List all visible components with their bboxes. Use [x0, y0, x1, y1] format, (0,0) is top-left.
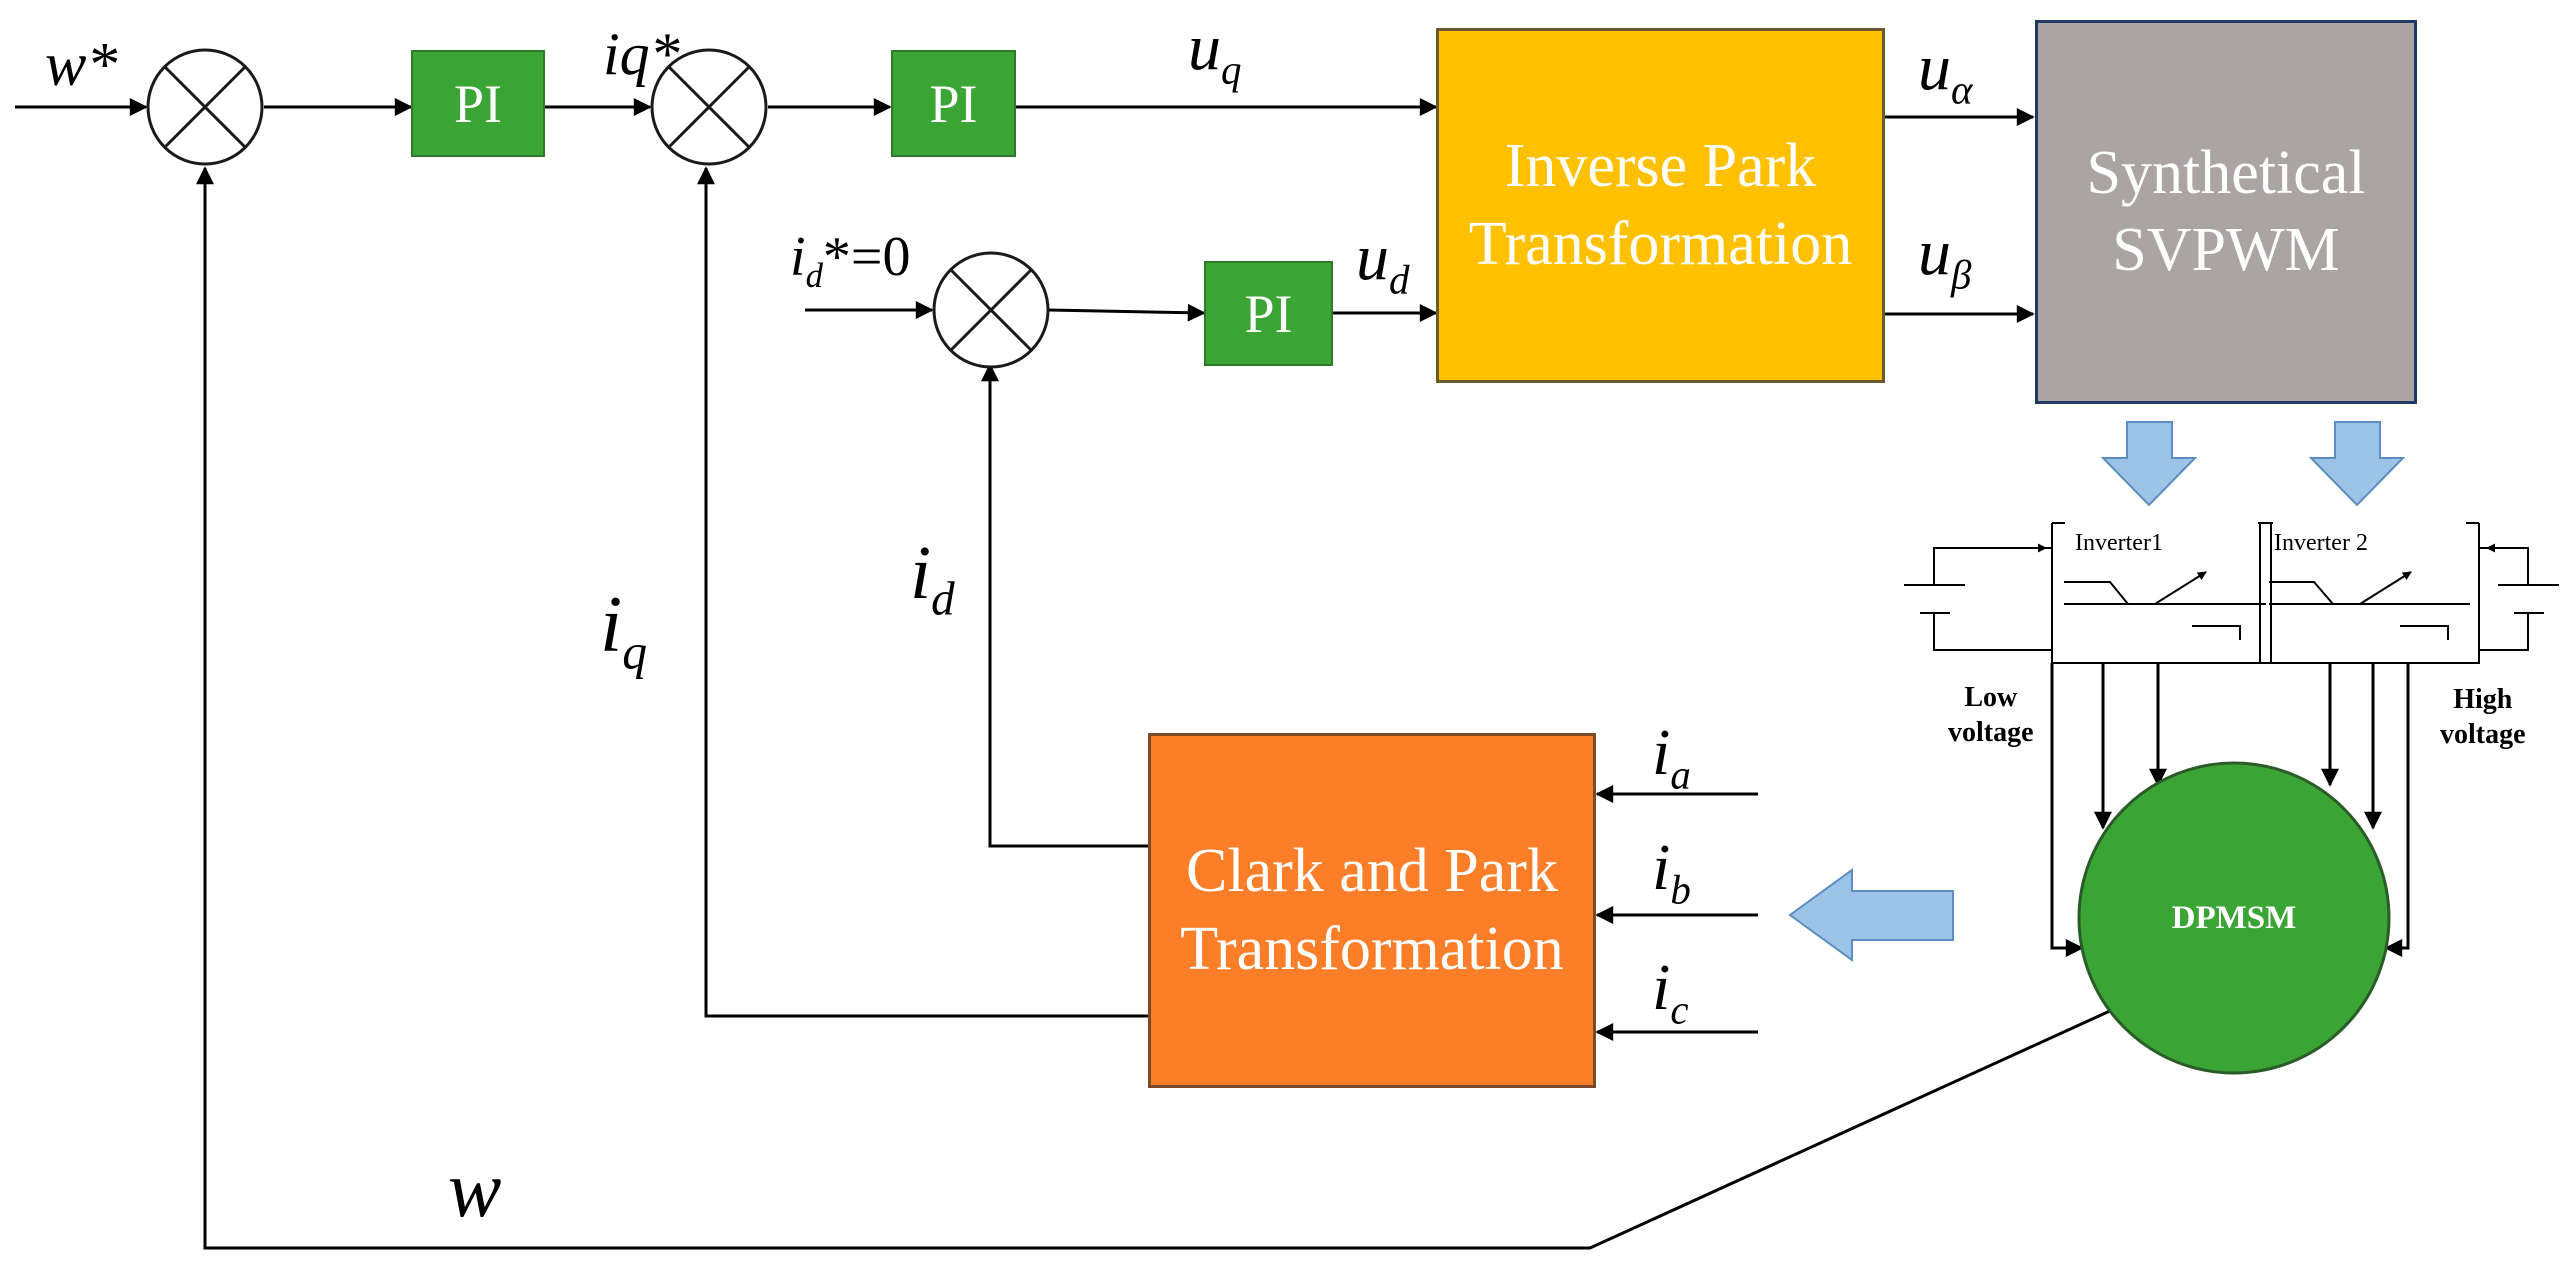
flow-arrow-down-1: [2100, 421, 2198, 507]
summing-junction-q: [650, 48, 768, 166]
high-voltage-label: High voltage: [2440, 684, 2526, 750]
inverter-2-label: Inverter 2: [2274, 530, 2368, 556]
inverter-1-label: Inverter1: [2075, 530, 2163, 556]
svpwm-block: Synthetical SVPWM: [2035, 20, 2417, 404]
label-w-feedback: w: [448, 1146, 502, 1234]
inverse-park-line2: Transformation: [1468, 209, 1853, 278]
wire-id-feedback: [981, 363, 1148, 848]
label-id-feedback: id: [910, 531, 955, 626]
inverse-park-block: Inverse Park Transformation: [1436, 28, 1885, 383]
inverse-park-line1: Inverse Park: [1504, 132, 1817, 200]
low-voltage-label: Low voltage: [1948, 682, 2034, 748]
label-iq-ref: iq*: [603, 21, 680, 87]
high-voltage-source: [2479, 547, 2559, 651]
label-w-ref: w*: [45, 31, 118, 99]
inverter-1: [2051, 522, 2272, 664]
label-ib: ib: [1652, 831, 1691, 913]
pi-q-controller: PI: [891, 50, 1016, 157]
summing-junction-speed: [146, 48, 264, 166]
flow-arrow-down-2: [2308, 421, 2406, 507]
phase-wires: [2050, 663, 2410, 957]
motor-label: DPMSM: [2171, 900, 2297, 936]
svpwm-line2: SVPWM: [2112, 216, 2340, 284]
clark-park-block: Clark and Park Transformation: [1148, 733, 1596, 1088]
wire-w-feedback: [196, 166, 2124, 1250]
label-id-ref: id*=0: [790, 226, 911, 296]
motor-dpmsm: [2077, 761, 2391, 1075]
label-ia: ia: [1652, 716, 1691, 798]
clark-park-line2: Transformation: [1180, 914, 1564, 983]
label-ic: ic: [1652, 951, 1689, 1033]
label-iq-feedback: iq: [600, 581, 648, 680]
inverter-2: [2259, 522, 2480, 664]
summing-junction-d: [932, 251, 1050, 369]
pi-d-controller: PI: [1204, 261, 1333, 366]
label-ud: ud: [1356, 221, 1410, 303]
wire-sum3-pid: [1048, 303, 1206, 322]
clark-park-line1: Clark and Park: [1186, 837, 1558, 905]
low-voltage-source: [1904, 547, 2052, 651]
label-ualpha: uα: [1918, 31, 1973, 113]
label-ubeta: uβ: [1918, 216, 1972, 298]
svpwm-line1: Synthetical: [2086, 138, 2366, 207]
flow-arrow-left: [1788, 868, 1954, 962]
wire-iq-feedback: [697, 166, 1148, 1018]
pi-speed-controller: PI: [411, 50, 545, 157]
label-uq: uq: [1188, 11, 1242, 93]
